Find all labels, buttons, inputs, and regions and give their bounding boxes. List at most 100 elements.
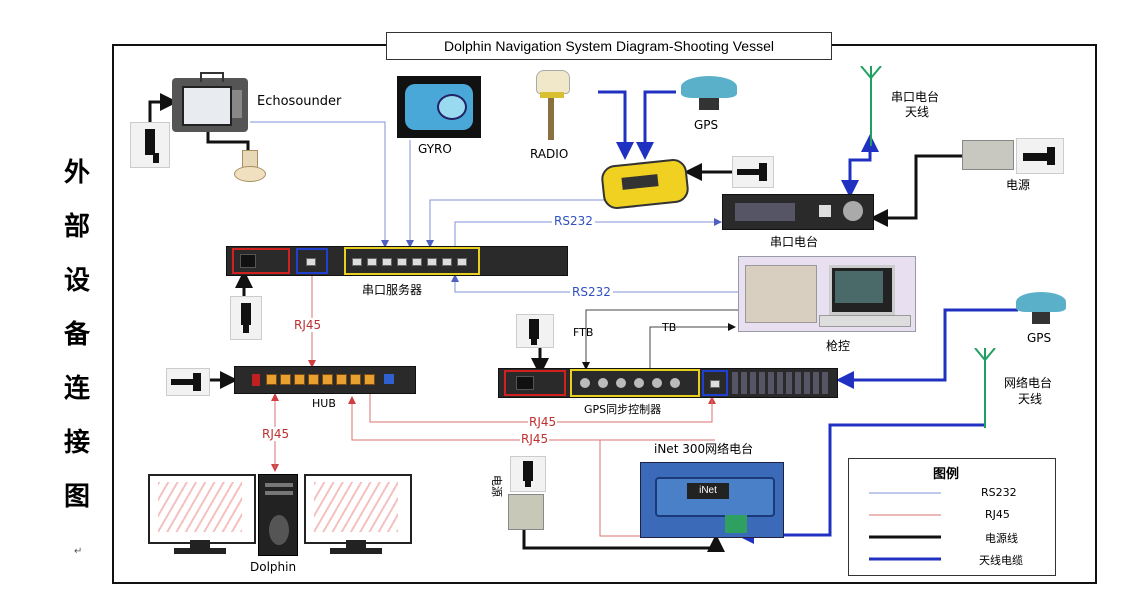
serial-port-icon: [442, 258, 452, 266]
tb-lines: [582, 309, 738, 370]
serial-port-icon: [352, 258, 362, 266]
side-char: 接: [63, 428, 90, 458]
ethernet-port-icon: [308, 374, 319, 385]
power-port-box: [232, 248, 290, 274]
power-socket-icon: [516, 376, 534, 390]
inet-radio-label: iNet 300网络电台: [654, 442, 754, 456]
ethernet-port-icon: [280, 374, 291, 385]
bnc-port-icon: [580, 378, 590, 388]
power-plug-icon: [130, 122, 170, 168]
dolphin-label: Dolphin: [250, 560, 297, 574]
inet-logo: iNet: [687, 483, 729, 499]
diagram-title: Dolphin Navigation System Diagram-Shooti…: [386, 32, 832, 60]
ethernet-port-icon: [350, 374, 361, 385]
side-char: 备: [63, 320, 90, 350]
side-char: 设: [63, 266, 90, 296]
antenna-icon: [858, 65, 884, 146]
echosounder-device: [172, 72, 248, 134]
ethernet-port-box: [296, 248, 328, 274]
transducer-icon: [234, 150, 266, 182]
rj45-label: RJ45: [528, 415, 558, 429]
ethernet-port-icon: [294, 374, 305, 385]
legend-item-label: RJ45: [985, 508, 1010, 521]
serial-port-icon: [367, 258, 377, 266]
side-char: 连: [63, 374, 90, 404]
rj45-label: RJ45: [520, 432, 550, 446]
echosounder-label: Echosounder: [257, 94, 342, 109]
legend: 图例 RS232 RJ45 电源线 天线电缆: [848, 458, 1056, 576]
monitor-left-icon: [148, 474, 256, 556]
bnc-port-icon: [670, 378, 680, 388]
ethernet-port-box: [702, 370, 728, 396]
legend-item-label: RS232: [981, 486, 1017, 499]
serial-port-icon: [412, 258, 422, 266]
serial-radio-device: [722, 194, 874, 230]
power-port-box: [504, 370, 566, 396]
rs232-label: RS232: [552, 214, 595, 228]
antenna-icon: [972, 347, 998, 428]
power-plug-icon: [1016, 138, 1064, 174]
ethernet-port-icon: [336, 374, 347, 385]
power-socket-icon: [240, 254, 256, 268]
radio-antenna-device: [530, 70, 576, 142]
ethernet-port-icon: [364, 374, 375, 385]
return-mark: ↵: [74, 546, 83, 557]
ethernet-port-icon: [710, 380, 720, 388]
ethernet-port-icon: [306, 258, 316, 266]
side-char: 部: [63, 212, 90, 242]
gps-antenna-icon: [1016, 292, 1066, 324]
serial-radio-antenna-label-1: 串口电台: [891, 90, 940, 104]
bnc-port-icon: [598, 378, 608, 388]
serial-port-icon: [397, 258, 407, 266]
legend-title: 图例: [933, 467, 960, 482]
side-char: 外: [63, 158, 90, 188]
network-radio-antenna-label-2: 天线: [1018, 392, 1043, 406]
power-plug-icon: [732, 156, 774, 188]
inet-radio-device: iNet: [640, 462, 784, 538]
gyro-device: [397, 76, 481, 138]
legend-item-label: 天线电缆: [979, 554, 1023, 567]
serial-port-icon: [457, 258, 467, 266]
gps-receiver-device: [598, 156, 691, 212]
power-plug-icon: [510, 456, 546, 492]
power-switch-icon: [252, 374, 260, 386]
bnc-port-icon: [652, 378, 662, 388]
antenna-lines: [598, 90, 1018, 544]
bnc-ports-box: [570, 369, 700, 397]
bnc-port-icon: [616, 378, 626, 388]
gyro-label: GYRO: [418, 142, 452, 156]
serial-port-icon: [427, 258, 437, 266]
tb-label: TB: [662, 321, 677, 334]
gun-control-device: [738, 256, 916, 332]
side-char: 图: [63, 482, 90, 512]
bnc-port-icon: [634, 378, 644, 388]
gps-antenna-icon: [681, 76, 737, 110]
serial-ports-box: [344, 247, 480, 275]
gps-top-label: GPS: [694, 118, 719, 132]
power-supply-device: [508, 494, 544, 530]
power-supply-label: 电源: [1006, 178, 1031, 192]
ethernet-port-icon: [322, 374, 333, 385]
serial-server-label: 串口服务器: [362, 283, 423, 297]
gps-right-label: GPS: [1027, 331, 1052, 345]
legend-swatches: [869, 492, 941, 561]
network-radio-antenna-label-1: 网络电台: [1004, 376, 1053, 390]
serial-radio-antenna-label-2: 天线: [905, 105, 930, 119]
ethernet-port-icon: [266, 374, 277, 385]
rj45-label: RJ45: [294, 318, 322, 332]
power-small-label: 电源: [490, 475, 503, 497]
monitor-right-icon: [304, 474, 412, 556]
legend-item-label: 电源线: [985, 532, 1018, 545]
serial-radio-label: 串口电台: [770, 235, 819, 249]
power-plug-icon: [166, 368, 210, 396]
power-plug-icon: [230, 296, 262, 340]
computer-tower-icon: [258, 474, 298, 556]
uplink-port-icon: [384, 374, 394, 384]
hub-label: HUB: [312, 397, 336, 410]
radio-label: RADIO: [530, 147, 569, 161]
rs232-label: RS232: [570, 285, 613, 299]
gps-sync-controller-label: GPS同步控制器: [584, 403, 662, 416]
power-supply-device: [962, 140, 1014, 170]
terminal-block-icon: [732, 372, 828, 394]
power-plug-icon: [516, 314, 554, 348]
